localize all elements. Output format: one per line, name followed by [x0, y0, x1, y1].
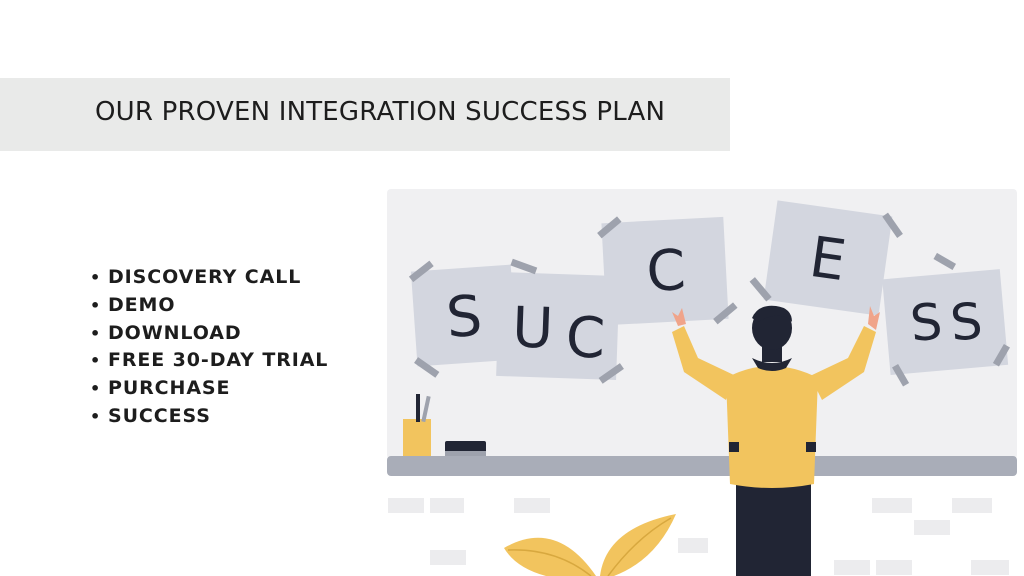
- step-label: PURCHASE: [108, 377, 231, 400]
- pencil-cup: [403, 419, 431, 456]
- list-item: • SUCCESS: [90, 403, 328, 431]
- step-label: FREE 30-DAY TRIAL: [108, 349, 329, 372]
- bullet-icon: •: [90, 379, 102, 399]
- step-label: DISCOVERY CALL: [108, 266, 302, 288]
- plant-leaf-vein: [607, 517, 672, 576]
- list-item: • FREE 30-DAY TRIAL: [90, 347, 328, 375]
- bullet-icon: •: [90, 295, 102, 315]
- list-item: • DISCOVERY CALL: [90, 264, 328, 292]
- list-item: • PURCHASE: [90, 375, 328, 403]
- person-figure: [672, 305, 880, 576]
- whiteboard-rail: [387, 456, 1017, 476]
- list-item: • DOWNLOAD: [90, 320, 328, 348]
- list-item: • DEMO: [90, 292, 328, 320]
- title-band: OUR PROVEN INTEGRATION SUCCESS PLAN: [0, 78, 730, 151]
- step-label: DOWNLOAD: [108, 321, 242, 344]
- pencil: [421, 395, 431, 423]
- plant-leaf: [600, 514, 676, 576]
- steps-list: • DISCOVERY CALL • DEMO • DOWNLOAD • FREE 30…: [90, 264, 328, 431]
- card-letter: S: [908, 292, 945, 353]
- plant-leaf: [504, 537, 596, 576]
- bullet-icon: •: [90, 351, 102, 371]
- bullet-icon: •: [90, 268, 102, 287]
- card-letter: C: [565, 305, 606, 371]
- plant-leaf-vein: [507, 549, 592, 576]
- letter-card: E: [763, 200, 893, 316]
- letter-card: U C: [496, 271, 620, 381]
- success-illustration: S U C C E S S: [386, 188, 1024, 576]
- success-illustration-svg: S U C C E S S: [387, 189, 1017, 576]
- eraser-felt: [445, 451, 486, 456]
- pencil: [416, 394, 420, 422]
- card-letter: S: [444, 284, 484, 351]
- step-label: DEMO: [108, 293, 176, 316]
- card-letter: C: [645, 238, 687, 305]
- letter-card: S S: [882, 269, 1009, 376]
- letter-card: S: [410, 264, 518, 367]
- bullet-icon: •: [90, 406, 102, 426]
- card-letter: U: [511, 295, 554, 361]
- tape-strips: [408, 212, 1010, 387]
- letter-card: C: [601, 216, 729, 326]
- slide-title: OUR PROVEN INTEGRATION SUCCESS PLAN: [95, 97, 666, 127]
- bullet-icon: •: [90, 323, 102, 343]
- wall-bricks: [388, 498, 1009, 575]
- step-label: SUCCESS: [108, 404, 211, 427]
- card-letter: S: [948, 292, 985, 353]
